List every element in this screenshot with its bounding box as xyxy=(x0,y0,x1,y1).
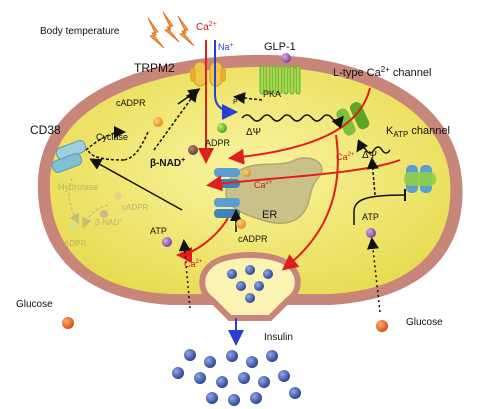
cadpr-faint-label: cADPR xyxy=(122,203,148,212)
insulin-granules-inner xyxy=(227,265,273,303)
delta-psi-top-label: ΔΨ xyxy=(246,127,261,138)
hydrolase-label: Hydrolase xyxy=(58,182,99,192)
metabolite-markers xyxy=(62,117,388,332)
l-type-channel-label: L-type Ca2+ channel xyxy=(333,65,431,79)
trpm2-label: TRPM2 xyxy=(134,61,175,75)
er-label: ER xyxy=(262,209,277,221)
signaling-arrows xyxy=(85,88,406,313)
heat-lightning-icon xyxy=(147,11,195,49)
adpr-faint-label: ADPR xyxy=(64,239,86,248)
glp1-ligand xyxy=(281,53,291,63)
adpr-label: ADPR xyxy=(205,138,231,148)
cyclase-label: Cyclase xyxy=(96,132,128,142)
membrane-potential-waves xyxy=(241,114,391,154)
cd38-label: CD38 xyxy=(30,123,61,137)
calcium-er-label: Ca2+ xyxy=(254,180,273,190)
insulin-label: Insulin xyxy=(264,332,293,343)
glucose-right-label: Glucose xyxy=(406,317,443,328)
delta-psi-right-label: ΔΨ xyxy=(362,150,377,161)
katp-channel xyxy=(404,165,436,193)
l-type-channel xyxy=(336,102,370,136)
phosphate-label: P xyxy=(233,99,238,106)
sodium-arrow xyxy=(214,40,238,120)
body-temperature-label: Body temperature xyxy=(40,26,120,37)
cadpr-bottom-label: cADPR xyxy=(238,234,268,244)
glp1-receptor xyxy=(259,53,301,95)
hydrolase-pathway xyxy=(68,177,109,229)
beta-nad-faint-label: β-NAD+ xyxy=(95,218,123,227)
calcium-bottom-label: Ca2+ xyxy=(184,259,203,269)
cd38-enzyme xyxy=(51,140,87,173)
glucose-right-molecule xyxy=(376,320,388,332)
calcium-right-label: Ca2+ xyxy=(336,152,355,162)
glucose-left-label: Glucose xyxy=(16,299,53,310)
atp-left-label: ATP xyxy=(150,226,167,236)
sodium-label: Na+ xyxy=(218,42,234,52)
insulin-vesicle xyxy=(199,252,301,321)
calcium-top-label: Ca2+ xyxy=(196,21,217,33)
glucose-left-molecule xyxy=(62,317,74,329)
katp-channel-label: KATP channel xyxy=(386,125,450,139)
beta-nad-label: β-NAD+ xyxy=(150,157,185,169)
glp1-label: GLP-1 xyxy=(264,41,296,53)
cadpr-top-label: cADPR xyxy=(116,98,146,108)
insulin-granules-released xyxy=(172,349,301,406)
calcium-flux-arrows xyxy=(176,40,401,271)
pka-label: PKA xyxy=(263,89,281,99)
atp-right-label: ATP xyxy=(362,212,379,222)
